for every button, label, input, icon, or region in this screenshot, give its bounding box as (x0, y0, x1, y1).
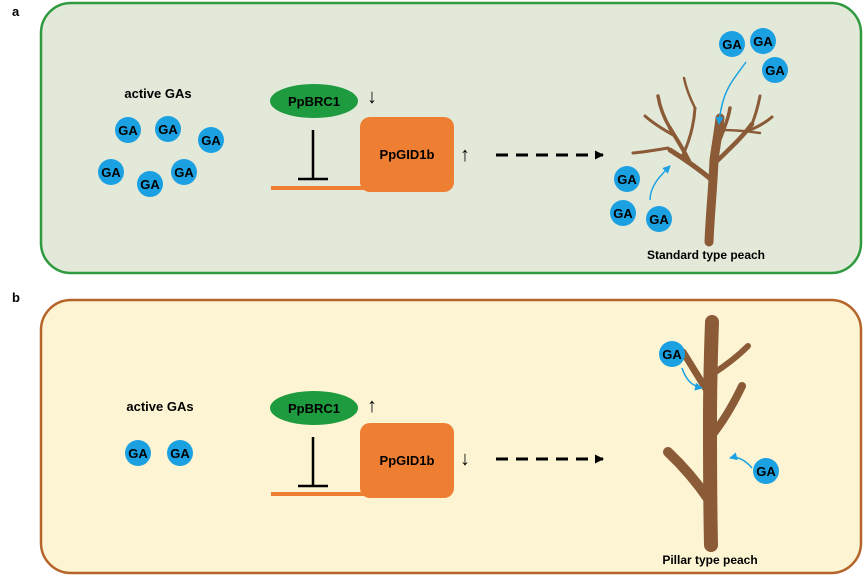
ga-molecule: GA (198, 127, 224, 153)
svg-text:GA: GA (753, 34, 773, 49)
panel-letter-b: b (12, 290, 20, 305)
panel-b: b active GAs GA GA PpGID1b PpBRC1 ↑ ↓ G (12, 290, 863, 575)
pillar-tree (663, 315, 751, 552)
ga-molecule: GA (762, 57, 788, 83)
svg-text:GA: GA (722, 37, 742, 52)
svg-text:GA: GA (756, 464, 776, 479)
svg-text:GA: GA (140, 177, 160, 192)
active-ga-cluster: GA GA (125, 440, 193, 466)
ppbrc1-label: PpBRC1 (288, 401, 340, 416)
ga-uptake-arrow (681, 367, 703, 391)
ppgid1b-label: PpGID1b (380, 453, 435, 468)
ppgid1b-box (360, 423, 454, 498)
ga-molecule: GA (750, 28, 776, 54)
svg-text:GA: GA (128, 446, 148, 461)
svg-text:GA: GA (201, 133, 221, 148)
ga-molecule: GA (719, 31, 745, 57)
ga-uptake-arrow (729, 452, 753, 469)
svg-text:GA: GA (662, 347, 682, 362)
svg-text:GA: GA (158, 122, 178, 137)
applied-ga-group-bottom: GA GA GA (610, 165, 672, 232)
repression-symbol (298, 437, 328, 488)
repression-symbol (298, 130, 328, 181)
ppgid1b-label: PpGID1b (380, 147, 435, 162)
active-ga-cluster: GA GA GA GA GA GA (98, 116, 224, 197)
ga-molecule: GA (115, 117, 141, 143)
ga-molecule: GA (659, 341, 685, 367)
ppbrc1-ellipse (270, 84, 358, 118)
ppbrc1-ellipse (270, 391, 358, 425)
gid1b-trend-arrow: ↓ (460, 448, 470, 470)
ga-molecule: GA (167, 440, 193, 466)
panel-a: a active GAs GA GA GA GA GA GA PpGID1b P… (12, 1, 863, 275)
svg-text:GA: GA (101, 165, 121, 180)
ga-molecule: GA (614, 166, 640, 192)
gene-regulation-b: PpGID1b PpBRC1 ↑ ↓ (270, 391, 604, 498)
brc1-trend-arrow: ↓ (367, 86, 377, 108)
ppbrc1-label: PpBRC1 (288, 94, 340, 109)
ga-molecule: GA (137, 171, 163, 197)
ga-molecule: GA (646, 206, 672, 232)
ga-molecule: GA (753, 458, 779, 484)
svg-text:GA: GA (617, 172, 637, 187)
ppgid1b-box (360, 117, 454, 192)
ga-uptake-arrow (649, 165, 671, 201)
active-gas-label: active GAs (126, 399, 193, 414)
tree-label-pillar: Pillar type peach (662, 553, 757, 567)
ga-molecule: GA (155, 116, 181, 142)
active-gas-label: active GAs (124, 86, 191, 101)
gid1b-trend-arrow: ↑ (460, 144, 470, 166)
ga-molecule: GA (98, 159, 124, 185)
ga-molecule: GA (610, 200, 636, 226)
panel-letter-a: a (12, 4, 20, 19)
ga-molecule: GA (171, 159, 197, 185)
svg-text:GA: GA (174, 165, 194, 180)
tree-label-standard: Standard type peach (647, 248, 765, 262)
applied-ga-group-top: GA GA GA (715, 28, 788, 125)
svg-text:GA: GA (613, 206, 633, 221)
ga-molecule: GA (125, 440, 151, 466)
brc1-trend-arrow: ↑ (367, 395, 377, 417)
gene-regulation-a: PpGID1b PpBRC1 ↓ ↑ (270, 84, 604, 192)
svg-text:GA: GA (649, 212, 669, 227)
svg-text:GA: GA (765, 63, 785, 78)
svg-text:GA: GA (118, 123, 138, 138)
applied-ga-group-side: GA (729, 452, 779, 484)
ga-uptake-arrow (715, 61, 747, 125)
applied-ga-group-top: GA (659, 341, 703, 391)
standard-tree (631, 76, 774, 247)
svg-text:GA: GA (170, 446, 190, 461)
